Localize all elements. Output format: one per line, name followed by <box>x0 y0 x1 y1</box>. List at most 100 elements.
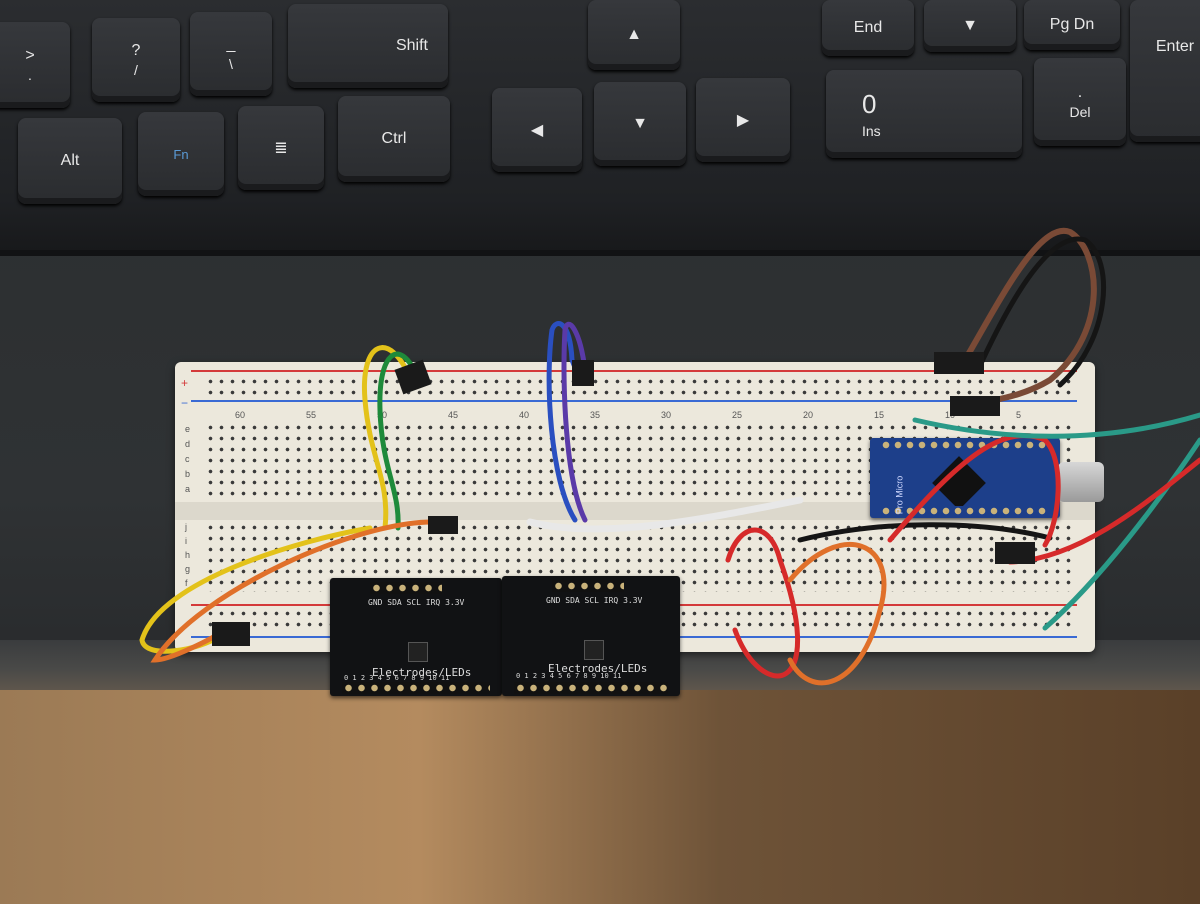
connector-housing <box>572 360 594 386</box>
key-sublabel: Del <box>1069 104 1091 121</box>
blue-rail-line <box>191 400 1077 402</box>
module-top-pins <box>552 580 624 592</box>
column-number: 5 <box>1016 410 1022 420</box>
module-label: Electrodes/LEDs <box>372 666 472 679</box>
column-number: 55 <box>306 410 317 420</box>
key-label: Ctrl <box>381 130 407 147</box>
row-letter: a <box>185 484 191 494</box>
right-touch-module: GND SDA SCL IRQ 3.3V Electrodes/LEDs 0 1… <box>502 576 680 696</box>
connector-housing <box>995 542 1035 564</box>
arrow-left-key[interactable]: ◀ <box>492 88 582 172</box>
rail-minus-label: − <box>181 396 189 410</box>
column-number: 35 <box>590 410 601 420</box>
end-key[interactable]: End <box>822 0 914 56</box>
red-wire-loop <box>725 527 800 679</box>
del-key[interactable]: . Del <box>1034 58 1126 146</box>
ctrl-key[interactable]: Ctrl <box>338 96 450 182</box>
teal-wire <box>912 412 1200 439</box>
arrow-right-icon: ▶ <box>736 112 750 129</box>
red-rail-line <box>191 370 1077 372</box>
row-letter: f <box>185 578 188 588</box>
module-bottom-pins <box>514 682 668 694</box>
teal-wire-lower <box>1042 437 1200 631</box>
column-number: 20 <box>803 410 814 420</box>
board-bottom-pins <box>880 506 1050 516</box>
pro-micro-board <box>870 438 1060 518</box>
key-label: Pg Dn <box>1049 16 1095 33</box>
menu-key[interactable]: ≣ <box>238 106 324 190</box>
yellow-wire <box>361 345 413 531</box>
chip <box>584 640 604 660</box>
arrow-right-key[interactable]: ▶ <box>696 78 790 162</box>
connector-housing <box>428 516 458 534</box>
column-number: 15 <box>874 410 885 420</box>
connector-housing <box>394 359 432 395</box>
center-channel <box>175 502 1095 520</box>
page-down-arrow-key[interactable]: ▼ <box>924 0 1016 52</box>
row-letter: i <box>185 536 187 546</box>
backslash-key[interactable]: _ \ <box>190 12 272 96</box>
row-letter: j <box>185 522 187 532</box>
column-number: 45 <box>448 410 459 420</box>
pgdn-key[interactable]: Pg Dn <box>1024 0 1120 50</box>
shift-key[interactable]: Shift <box>288 4 448 88</box>
key-label: Fn <box>173 146 189 162</box>
key-sublabel: \ <box>229 56 233 73</box>
row-letter: e <box>185 424 191 434</box>
arrow-up-key[interactable]: ▲ <box>588 0 680 70</box>
key-label: Alt <box>60 152 80 169</box>
column-number: 25 <box>732 410 743 420</box>
key-label: 0 <box>862 89 877 119</box>
pin-header-label: GND SDA SCL IRQ 3.3V <box>546 596 643 605</box>
green-wire <box>377 351 418 531</box>
period-key[interactable]: > . <box>0 22 70 108</box>
arrow-down-icon: ▼ <box>962 17 978 34</box>
key-sublabel: / <box>134 62 138 79</box>
key-label: Shift <box>395 37 428 54</box>
arrow-up-icon: ▲ <box>626 26 642 43</box>
pin-number-label: 0 1 2 3 4 5 6 7 8 9 10 11 <box>344 674 450 682</box>
row-letter: d <box>185 439 191 449</box>
module-top-pins <box>370 582 442 594</box>
menu-icon: ≣ <box>274 140 288 157</box>
key-label: . <box>1077 83 1083 101</box>
left-touch-module: GND SDA SCL IRQ 3.3V Electrodes/LEDs 0 1… <box>330 578 502 696</box>
connector-housing <box>950 396 1000 416</box>
key-label: ? <box>131 41 141 59</box>
alt-key[interactable]: Alt <box>18 118 122 204</box>
connector-housing <box>934 352 984 374</box>
purple-wire <box>561 321 588 523</box>
row-letter: h <box>185 550 191 560</box>
arrow-down-icon: ▼ <box>632 115 648 132</box>
dark-red-wire <box>1007 457 1200 565</box>
fn-key[interactable]: Fn <box>138 112 224 196</box>
module-label: Electrodes/LEDs <box>548 662 648 675</box>
enter-key[interactable]: Enter <box>1130 0 1200 142</box>
module-bottom-pins <box>342 682 490 694</box>
ins-key[interactable]: 0 Ins <box>826 70 1022 158</box>
key-label: Enter <box>1155 38 1195 55</box>
row-letter: c <box>185 454 190 464</box>
key-label: _ <box>226 35 236 53</box>
rail-plus-label: + <box>181 376 189 390</box>
black-wire <box>797 522 1053 543</box>
column-number: 30 <box>661 410 672 420</box>
key-label: > <box>25 46 35 64</box>
arrow-down-key[interactable]: ▼ <box>594 82 686 166</box>
pin-header-label: GND SDA SCL IRQ 3.3V <box>368 598 465 607</box>
orange-wire-left <box>150 519 438 663</box>
column-number: 40 <box>519 410 530 420</box>
orange-wire-loop <box>787 541 887 686</box>
pin-number-label: 0 1 2 3 4 5 6 7 8 9 10 11 <box>516 672 622 680</box>
brown-wire <box>962 227 1097 408</box>
connector-housing <box>212 622 250 646</box>
slash-key[interactable]: ? / <box>92 18 180 102</box>
keyboard: > . ? / _ \ Shift Alt Fn ≣ Ctrl ▲ ◀ ▼ ▶ … <box>0 0 1200 256</box>
black-loop-wire <box>975 236 1106 388</box>
key-label: End <box>853 19 883 36</box>
board-top-pins <box>880 440 1050 450</box>
usb-c-connector <box>1058 462 1104 502</box>
white-wire <box>526 496 804 533</box>
key-sublabel: . <box>28 67 32 84</box>
